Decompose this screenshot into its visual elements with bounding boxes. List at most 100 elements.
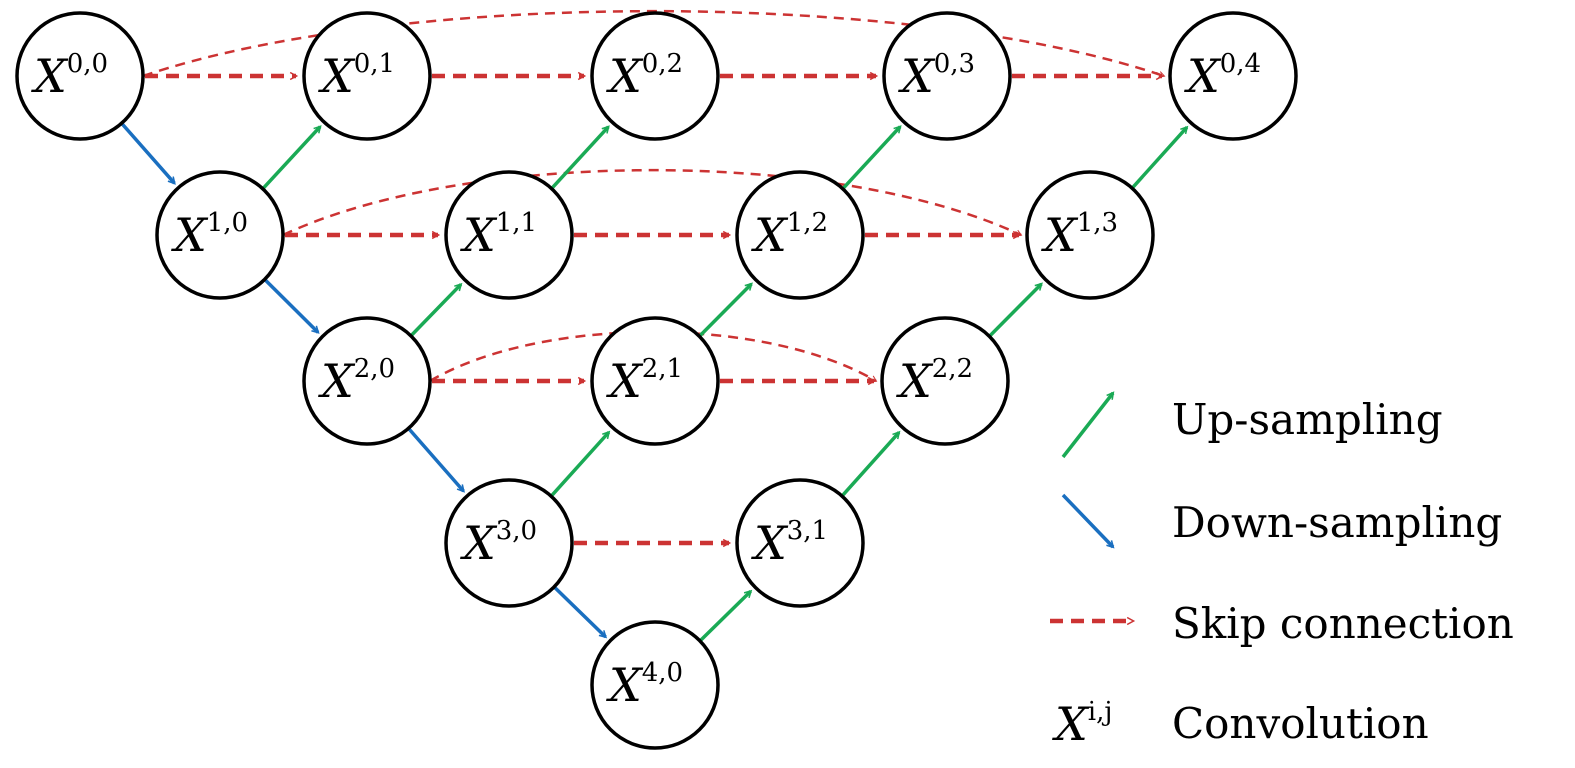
node-circle: [155, 170, 285, 300]
node-label: X1,0: [171, 208, 248, 262]
node-circle: [880, 316, 1010, 446]
up-sampling-2-0-to-1-1: [410, 282, 463, 337]
down-sampling-3-0-to-4-0: [553, 586, 608, 639]
node-label-var: X: [606, 658, 644, 712]
legend-convolution-label: Convolution: [1172, 699, 1429, 748]
node-label-sup: 1,3: [1077, 208, 1118, 238]
down-sampling-0-0-to-1-0: [120, 122, 176, 185]
node-circle: [735, 170, 865, 300]
node-label: X0,3: [898, 49, 975, 103]
node-label-sup: 0,0: [67, 49, 108, 79]
node-label-sup: 0,4: [1220, 49, 1261, 79]
node-x-2-0: X2,0: [302, 316, 432, 446]
node-label-sup: 2,2: [932, 354, 973, 384]
up-sampling-1-1-to-0-2: [550, 125, 610, 190]
down-sampling-2-0-to-3-0: [407, 427, 465, 493]
skip-connection-long-1-0-to-1-3: [282, 168, 1023, 237]
node-label-var: X: [1041, 208, 1079, 262]
node-label-sup: 3,0: [496, 516, 537, 546]
node-label-sup: 2,0: [354, 354, 395, 384]
node-x-4-0: X4,0: [590, 620, 720, 750]
node-x-0-2: X0,2: [590, 11, 720, 141]
node-label: X2,1: [606, 354, 683, 408]
skip-connection-long-0-0-to-0-4: [142, 9, 1166, 78]
node-label-var: X: [606, 354, 644, 408]
node-x-2-1: X2,1: [590, 316, 720, 446]
node-circle: [444, 478, 574, 608]
node-label-sup: 0,2: [642, 49, 683, 79]
node-label-sup: 0,1: [354, 49, 395, 79]
node-label: X3,0: [460, 516, 537, 570]
up-sampling-2-1-to-1-2: [698, 282, 753, 337]
node-circle: [15, 11, 145, 141]
node-circle: [882, 11, 1012, 141]
legend-down-sampling-arrow-icon: [1061, 493, 1115, 549]
node-label: X1,3: [1041, 208, 1118, 262]
node-label-var: X: [318, 354, 356, 408]
node-x-3-0: X3,0: [444, 478, 574, 608]
node-label: X0,4: [1184, 49, 1261, 103]
node-label-var: X: [460, 516, 498, 570]
node-x-2-2: X2,2: [880, 316, 1010, 446]
edges-layer: [120, 9, 1189, 642]
node-circle: [590, 316, 720, 446]
node-label-var: X: [896, 354, 934, 408]
node-label: X0,0: [31, 49, 108, 103]
node-circle: [590, 620, 720, 750]
node-x-1-3: X1,3: [1025, 170, 1155, 300]
node-x-0-4: X0,4: [1168, 11, 1298, 141]
legend-convolution-symbol-sup: i,j: [1088, 697, 1113, 727]
up-sampling-1-0-to-0-1: [262, 125, 322, 190]
node-label-var: X: [751, 208, 789, 262]
up-sampling-1-3-to-0-4: [1131, 125, 1189, 189]
legend: Up-sampling Down-sampling Skip connectio…: [1050, 391, 1514, 751]
node-label-sup: 0,3: [934, 49, 975, 79]
node-circle: [302, 11, 432, 141]
node-label-sup: 1,1: [496, 208, 537, 238]
up-sampling-2-2-to-1-3: [988, 282, 1043, 337]
legend-convolution-symbol-var: X: [1052, 697, 1090, 751]
node-label: X0,1: [318, 49, 395, 103]
down-sampling-1-0-to-2-0: [264, 278, 320, 334]
node-x-0-0: X0,0: [15, 11, 145, 141]
node-label: X3,1: [751, 516, 828, 570]
node-label-sup: 4,0: [642, 658, 683, 688]
node-label-var: X: [171, 208, 209, 262]
node-x-1-2: X1,2: [735, 170, 865, 300]
node-circle: [735, 478, 865, 608]
node-label: X4,0: [606, 658, 683, 712]
up-sampling-1-2-to-0-3: [842, 125, 902, 190]
node-label: X2,0: [318, 354, 395, 408]
node-label-sup: 2,1: [642, 354, 683, 384]
node-label-sup: 1,2: [787, 208, 828, 238]
node-label-var: X: [751, 516, 789, 570]
node-circle: [1168, 11, 1298, 141]
up-sampling-3-0-to-2-1: [550, 430, 611, 497]
node-circle: [444, 170, 574, 300]
node-circle: [302, 316, 432, 446]
node-label: X0,2: [606, 49, 683, 103]
node-label-var: X: [318, 49, 356, 103]
node-label-sup: 3,1: [787, 516, 828, 546]
node-label: X1,2: [751, 208, 828, 262]
node-label-var: X: [1184, 49, 1222, 103]
node-x-1-0: X1,0: [155, 170, 285, 300]
node-label-sup: 1,0: [207, 208, 248, 238]
legend-up-sampling-label: Up-sampling: [1172, 395, 1443, 444]
node-label-var: X: [898, 49, 936, 103]
node-label-var: X: [460, 208, 498, 262]
legend-up-sampling-arrow-icon: [1061, 391, 1115, 459]
up-sampling-4-0-to-3-1: [699, 589, 753, 642]
node-x-3-1: X3,1: [735, 478, 865, 608]
node-label-var: X: [31, 49, 69, 103]
node-x-1-1: X1,1: [444, 170, 574, 300]
node-label: X1,1: [460, 208, 537, 262]
node-label-var: X: [606, 49, 644, 103]
legend-convolution-symbol: Xi,j: [1052, 697, 1112, 751]
node-x-0-1: X0,1: [302, 11, 432, 141]
node-circle: [590, 11, 720, 141]
legend-down-sampling-label: Down-sampling: [1172, 498, 1502, 547]
